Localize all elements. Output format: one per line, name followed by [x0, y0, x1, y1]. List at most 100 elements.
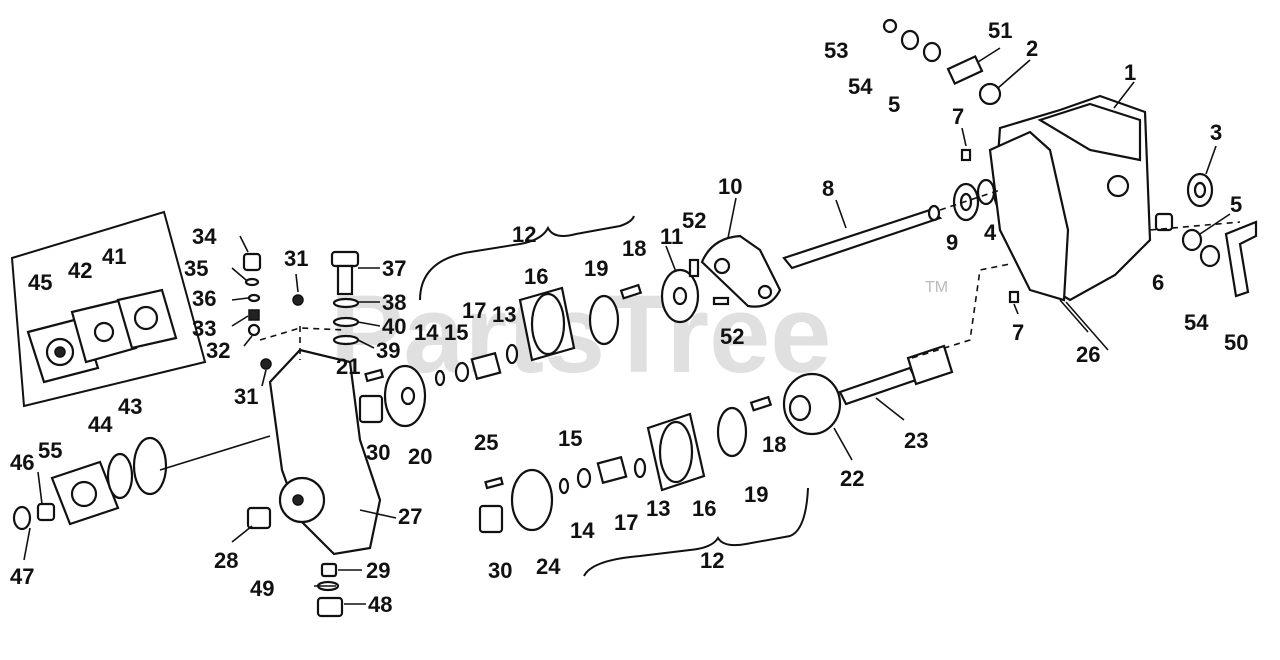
callout-49[interactable]: 49	[250, 576, 274, 601]
callout-37[interactable]: 37	[382, 256, 406, 281]
callout-17-lower[interactable]: 17	[614, 510, 638, 535]
part-23-input-shaft[interactable]	[838, 344, 954, 406]
part-4-washer[interactable]	[976, 178, 996, 206]
callout-45[interactable]: 45	[28, 270, 52, 295]
part-31-ball-lower[interactable]	[260, 358, 272, 370]
part-16-cylinder-block-lower[interactable]	[646, 412, 706, 492]
callout-52-lower[interactable]: 52	[720, 324, 744, 349]
callout-7-lower[interactable]: 7	[1012, 320, 1024, 345]
callout-42[interactable]: 42	[68, 258, 92, 283]
callout-18-lower[interactable]: 18	[762, 432, 786, 457]
callout-13-upper[interactable]: 13	[492, 302, 516, 327]
part-44-gear[interactable]	[106, 452, 134, 500]
part-31-ball-upper[interactable]	[292, 294, 304, 306]
part-16-cylinder-block-upper[interactable]	[518, 286, 576, 362]
callout-50[interactable]: 50	[1224, 330, 1248, 355]
callout-54-top[interactable]: 54	[848, 74, 873, 99]
callout-2[interactable]: 2	[1026, 36, 1038, 61]
part-5-seal-right[interactable]	[1181, 228, 1203, 252]
callout-44[interactable]: 44	[88, 412, 113, 437]
part-5-seal-top[interactable]	[922, 41, 942, 63]
part-24-plate[interactable]	[510, 468, 554, 532]
callout-15-lower[interactable]: 15	[558, 426, 582, 451]
part-32-ball[interactable]	[247, 323, 261, 337]
callout-3[interactable]: 3	[1210, 120, 1222, 145]
part-48-plug[interactable]	[316, 596, 344, 618]
part-11-thrust-washer[interactable]	[660, 268, 700, 324]
part-15-washer-lower[interactable]	[576, 467, 592, 489]
part-30-bearing-lower[interactable]	[478, 504, 504, 534]
callout-46[interactable]: 46	[10, 450, 34, 475]
part-15-washer-upper[interactable]	[454, 361, 470, 383]
part-47-seal[interactable]	[12, 505, 32, 531]
callout-14-lower[interactable]: 14	[570, 518, 595, 543]
callout-26[interactable]: 26	[1076, 342, 1100, 367]
part-13-ring-upper[interactable]	[505, 343, 519, 365]
part-33-spring[interactable]	[248, 309, 260, 321]
callout-9[interactable]: 9	[946, 230, 958, 255]
callout-29[interactable]: 29	[366, 558, 390, 583]
callout-19-lower[interactable]: 19	[744, 482, 768, 507]
part-19-valve-plate-lower[interactable]	[716, 406, 748, 458]
callout-48[interactable]: 48	[368, 592, 392, 617]
callout-54-right[interactable]: 54	[1184, 310, 1209, 335]
part-10-plate[interactable]	[700, 234, 782, 308]
part-54-washer-top[interactable]	[900, 29, 920, 51]
part-8-shaft[interactable]	[782, 204, 943, 270]
part-43-o-ring[interactable]	[132, 436, 168, 496]
callout-21[interactable]: 21	[336, 354, 360, 379]
callout-41[interactable]: 41	[102, 244, 126, 269]
callout-13-lower[interactable]: 13	[646, 496, 670, 521]
callout-39[interactable]: 39	[376, 338, 400, 363]
callout-14-upper[interactable]: 14	[414, 320, 439, 345]
callout-6[interactable]: 6	[1152, 270, 1164, 295]
callout-25[interactable]: 25	[474, 430, 498, 455]
part-6-bushing[interactable]	[1154, 212, 1174, 232]
callout-1[interactable]: 1	[1124, 60, 1136, 85]
part-52-pin-lower[interactable]	[712, 296, 730, 306]
callout-15-upper[interactable]: 15	[444, 320, 468, 345]
part-13-ring-lower[interactable]	[633, 457, 647, 479]
callout-19-upper[interactable]: 19	[584, 256, 608, 281]
callout-31-lower[interactable]: 31	[234, 384, 258, 409]
callout-32[interactable]: 32	[206, 338, 230, 363]
callout-12-upper[interactable]: 12	[512, 222, 536, 247]
part-14-ring-upper[interactable]	[434, 369, 446, 387]
callout-40[interactable]: 40	[382, 314, 406, 339]
callout-31-upper[interactable]: 31	[284, 246, 308, 271]
part-40-o-ring[interactable]	[332, 316, 360, 328]
part-9-bearing[interactable]	[952, 182, 980, 222]
part-17-spring-upper[interactable]	[470, 351, 502, 381]
part-17-spring-lower[interactable]	[596, 455, 628, 485]
part-50-lever[interactable]	[1224, 220, 1258, 298]
part-26-gasket[interactable]	[988, 130, 1070, 302]
part-35-o-ring[interactable]	[244, 277, 260, 287]
part-14-ring-lower[interactable]	[558, 477, 570, 495]
callout-5-right[interactable]: 5	[1230, 192, 1242, 217]
part-28-plug[interactable]	[246, 506, 272, 530]
part-2-bushing[interactable]	[978, 82, 1002, 106]
callout-24[interactable]: 24	[536, 554, 561, 579]
part-39-o-ring[interactable]	[332, 334, 360, 346]
callout-43[interactable]: 43	[118, 394, 142, 419]
part-7-pin-lower[interactable]	[1008, 290, 1020, 304]
part-36-o-ring[interactable]	[247, 293, 261, 303]
callout-28[interactable]: 28	[214, 548, 238, 573]
part-3-bearing[interactable]	[1186, 172, 1214, 208]
callout-52-upper[interactable]: 52	[682, 208, 706, 233]
callout-20[interactable]: 20	[408, 444, 432, 469]
callout-5-top[interactable]: 5	[888, 92, 900, 117]
part-25-pin[interactable]	[484, 476, 504, 490]
part-7-pin-upper[interactable]	[960, 148, 972, 162]
part-30-bearing-upper[interactable]	[358, 394, 384, 424]
part-52-pin-upper[interactable]	[688, 258, 700, 278]
callout-30-upper[interactable]: 30	[366, 440, 390, 465]
callout-30-lower[interactable]: 30	[488, 558, 512, 583]
callout-22[interactable]: 22	[840, 466, 864, 491]
callout-33[interactable]: 33	[192, 316, 216, 341]
part-51-pin[interactable]	[946, 54, 984, 86]
part-19-valve-plate-upper[interactable]	[588, 294, 620, 346]
callout-23[interactable]: 23	[904, 428, 928, 453]
callout-7-top[interactable]: 7	[952, 104, 964, 129]
callout-18-upper[interactable]: 18	[622, 236, 646, 261]
